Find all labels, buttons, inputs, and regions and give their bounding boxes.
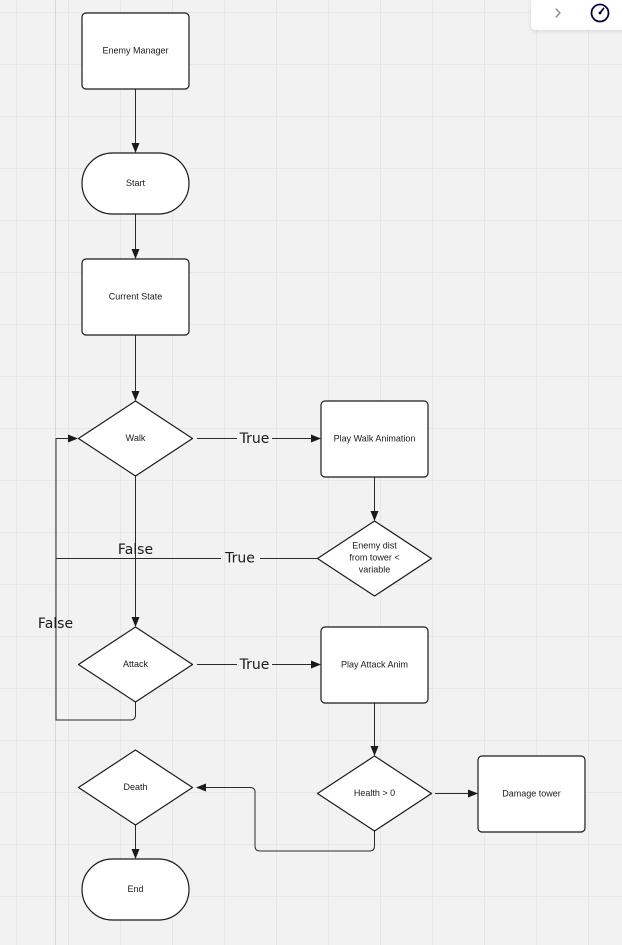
node-start[interactable]: Start [81,152,190,215]
node-damage-tower-label: Damage tower [502,788,561,798]
node-attack[interactable]: Attack [77,626,194,703]
node-death-label: Death [123,782,147,792]
node-play-walk-animation-label: Play Walk Animation [334,433,416,443]
edge-attack-false-loop [55,438,136,721]
edge-label-walk-false[interactable]: False [118,542,153,558]
node-start-label: Start [126,178,146,188]
node-play-walk-animation[interactable]: Play Walk Animation [320,400,429,478]
node-enemy-dist-line-2: from tower < [349,552,399,562]
timer-icon[interactable] [585,0,615,28]
chevron-right-icon[interactable] [543,0,573,28]
node-health[interactable]: Health > 0 [316,755,433,832]
node-health-label: Health > 0 [354,788,395,798]
node-enemy-dist-line-1: Enemy dist [352,540,397,550]
node-enemy-dist-line-3: variable [359,564,391,574]
edge-label-attack-false[interactable]: False [38,616,73,632]
node-play-attack-anim-label: Play Attack Anim [341,659,408,669]
node-play-attack-anim[interactable]: Play Attack Anim [320,626,429,704]
node-enemy-dist[interactable]: Enemy dist from tower < variable [316,520,433,597]
edge-label-dist-true[interactable]: True [224,551,255,567]
node-end-label: End [127,884,143,894]
node-enemy-manager-label: Enemy Manager [102,45,168,55]
node-end[interactable]: End [81,858,190,921]
node-current-state-label: Current State [109,291,163,301]
node-attack-label: Attack [123,659,149,669]
node-damage-tower[interactable]: Damage tower [477,755,586,833]
node-current-state[interactable]: Current State [81,258,190,336]
node-enemy-manager[interactable]: Enemy Manager [81,12,190,90]
connectors [55,89,478,859]
edge-health-death [196,783,375,852]
edge-label-walk-true[interactable]: True [239,431,270,447]
node-walk-label: Walk [126,433,146,443]
node-walk[interactable]: Walk [77,400,194,477]
node-death[interactable]: Death [77,749,194,826]
board-toolbar [531,0,622,30]
edge-label-attack-true[interactable]: True [239,657,270,673]
